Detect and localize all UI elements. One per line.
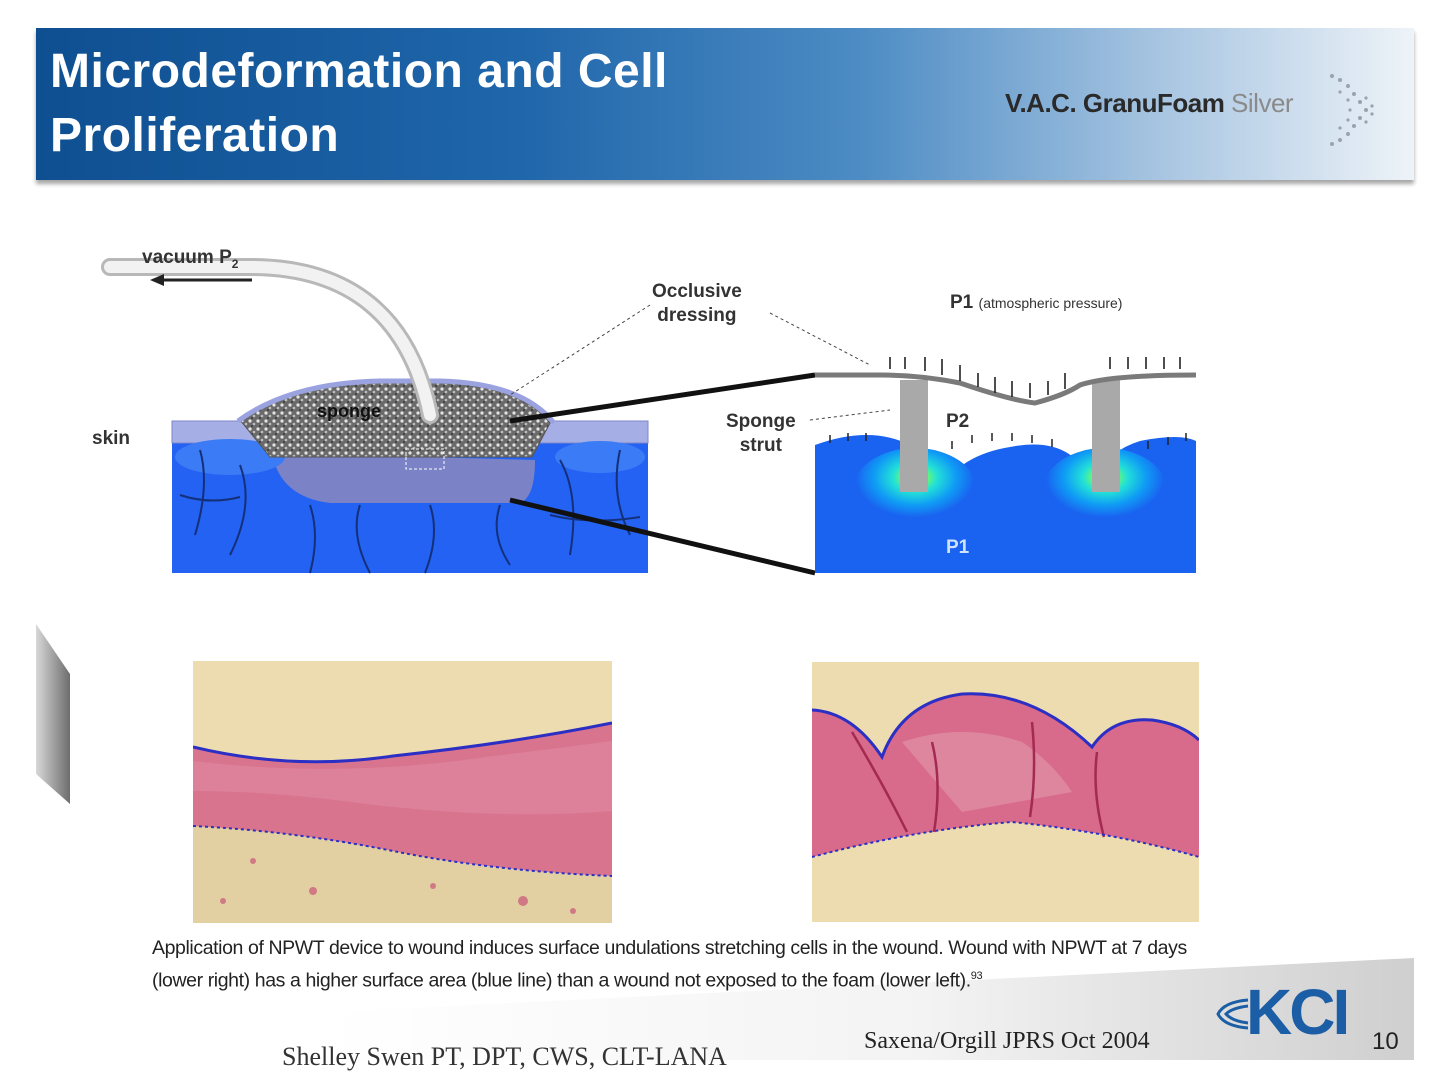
vacuum-label-text: vacuum P	[142, 247, 232, 268]
npwt-diagram: vacuum P2 sponge skin Occlusive dressing…	[80, 235, 1220, 590]
strut-line-2: strut	[739, 435, 782, 456]
p2-label: P2	[946, 411, 970, 432]
citation: Saxena/Orgill JPRS Oct 2004	[864, 1028, 1150, 1054]
occlusive-line-2: dressing	[657, 305, 737, 326]
caption-text: Application of NPWT device to wound indu…	[152, 937, 1187, 991]
p1-note: (atmospheric pressure)	[978, 295, 1123, 311]
p1-label: P1	[950, 292, 974, 313]
figure-caption: Application of NPWT device to wound indu…	[152, 935, 1217, 995]
header-banner	[36, 28, 1414, 180]
p1-atmospheric-label: P1 (atmospheric pressure)	[950, 292, 1122, 314]
sponge-strut-label: Sponge strut	[726, 410, 796, 458]
histology-with-npwt	[812, 662, 1199, 922]
npwt-diagram-graphic	[101, 258, 1197, 576]
kci-logo-icon	[1216, 998, 1249, 1030]
occlusive-dressing-label: Occlusive dressing	[652, 280, 742, 328]
occlusive-line-1: Occlusive	[652, 281, 742, 302]
p1-bottom-label: P1	[946, 537, 970, 558]
histology-without-npwt	[193, 661, 612, 923]
vacuum-label-sub: 2	[231, 256, 239, 271]
decorative-wedge	[36, 624, 70, 804]
starburst-icon	[1330, 74, 1374, 146]
strut-line-1: Sponge	[726, 411, 796, 432]
skin-label: skin	[92, 428, 131, 449]
brand-main: V.A.C. GranuFoam	[1005, 88, 1225, 118]
slide-title: Microdeformation and Cell Proliferation	[50, 45, 668, 162]
author-credit: Shelley Swen PT, DPT, CWS, CLT-LANA	[282, 1042, 727, 1071]
brand-suffix: Silver	[1231, 88, 1294, 118]
brand-wordmark: V.A.C. GranuFoam Silver	[1005, 88, 1294, 128]
kci-logo: KCI	[1246, 976, 1350, 1048]
page-number: 10	[1372, 1028, 1399, 1055]
sponge-label: sponge	[317, 401, 382, 421]
vacuum-label: vacuum P2	[142, 247, 238, 271]
caption-ref: 93	[970, 969, 983, 982]
